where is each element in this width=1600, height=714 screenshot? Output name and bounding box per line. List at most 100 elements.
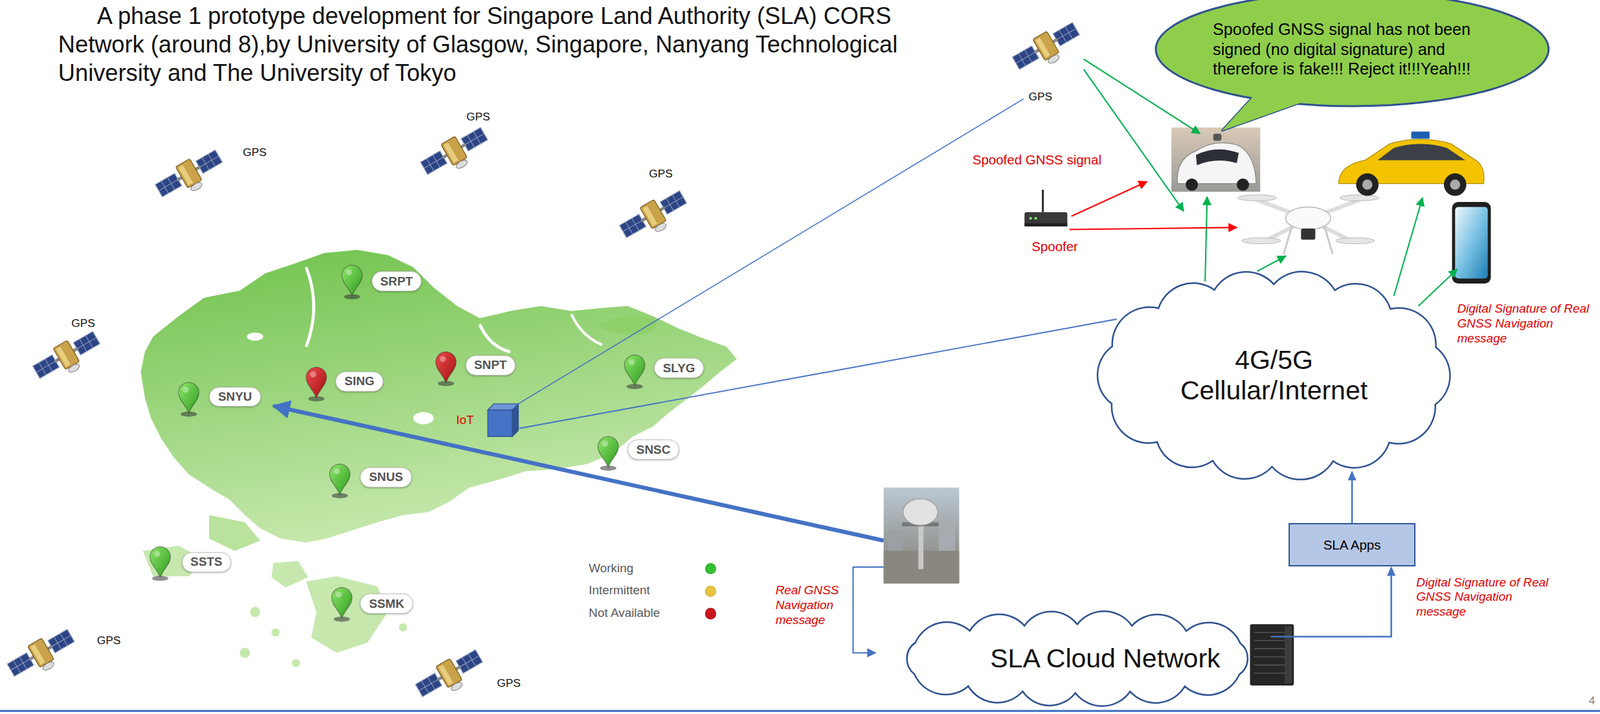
station-pins — [435, 352, 457, 387]
spoof-arrows — [1069, 181, 1237, 230]
taxi-picture — [1449, 179, 1461, 190]
annotation-label-holder: GPS — [1028, 90, 1053, 104]
gps-satellites — [30, 326, 106, 389]
station-label: SING — [335, 371, 383, 392]
network-cloud: 4G/5G Cellular/Internet — [1086, 267, 1461, 484]
iot-cube — [487, 409, 513, 437]
node-text: SSMK — [369, 597, 405, 612]
annotation-label: GPS — [496, 676, 521, 691]
spoofer-device — [1024, 223, 1068, 227]
drone-picture — [1300, 228, 1316, 240]
signal-arrows — [1394, 198, 1423, 296]
annotation-label-holder: GPS — [466, 110, 491, 124]
annotation-label-holder: GPS — [496, 676, 521, 691]
gps-satellites — [4, 624, 80, 687]
legend-text-holder: Not Available — [588, 606, 660, 621]
smartphone-picture — [1451, 202, 1491, 284]
iot-device: IoT — [453, 402, 520, 440]
station-label: SSTS — [181, 552, 232, 573]
islet — [239, 648, 250, 659]
connector-line — [1351, 478, 1354, 524]
station-pins — [331, 587, 353, 623]
process-box: SLA Apps — [1288, 523, 1415, 566]
signal-arrows — [1257, 256, 1286, 272]
node-text: SLA Apps — [1323, 537, 1382, 553]
station-label: SSMK — [360, 593, 414, 614]
signal-arrows — [1083, 69, 1184, 212]
station-pins — [150, 547, 171, 582]
annotation-label: Spoofed GNSS signal — [972, 152, 1102, 169]
spoofer-device — [1029, 216, 1033, 220]
annotation-label: Real GNSS Navigation message — [775, 583, 847, 628]
gps-satellites — [4, 18, 1086, 708]
annotation-label: GPS — [97, 633, 122, 648]
cors-antenna-photo — [938, 522, 956, 553]
cors-antenna-photo — [887, 530, 902, 553]
annotation-label: Digital Signature of Real GNSS Navigatio… — [1456, 301, 1596, 346]
spoof-arrows — [1069, 227, 1237, 230]
drone-picture — [1335, 237, 1375, 244]
cors-antenna-photo — [883, 487, 960, 584]
annotation-label-holder: GPS — [648, 167, 673, 181]
annotation-label-holder: Digital Signature of Real GNSS Navigatio… — [1456, 301, 1596, 346]
spoofer-device — [1024, 189, 1068, 227]
edge-label-holder: Digital Signature of Real GNSS Navigatio… — [1416, 575, 1555, 620]
connector — [1271, 566, 1397, 638]
station-pins — [306, 367, 327, 402]
node-text: SNUS — [369, 470, 404, 485]
legend-text-holder: Intermittent — [588, 583, 651, 599]
connector — [519, 319, 1117, 429]
annotation-label-holder: Spoofer — [1031, 238, 1079, 256]
node-text: SRPT — [380, 274, 413, 290]
leader-lines — [273, 58, 1457, 653]
self-driving-car-photo — [1213, 133, 1222, 141]
annotation-label-holder: GPS — [97, 633, 122, 648]
station-label: SNYU — [209, 387, 261, 408]
connector-line — [519, 319, 1117, 429]
speech-bubble: Spoofed GNSS signal has not been signed … — [1154, 0, 1551, 108]
iot-to-satellite-line — [516, 99, 1024, 406]
smartphone-picture — [1454, 207, 1488, 279]
annotation-label: GPS — [242, 145, 267, 160]
title-text-holder: A phase 1 prototype development for Sing… — [58, 1, 977, 88]
islet — [271, 628, 280, 638]
self-driving-car-photo — [1236, 178, 1250, 192]
taxi-picture — [1355, 173, 1379, 197]
cloud-outline-path — [1097, 271, 1450, 480]
station-link-arrow — [273, 405, 884, 541]
smartphone-picture — [1451, 202, 1491, 284]
self-driving-car-photo — [1185, 178, 1198, 192]
legend-text: Intermittent — [588, 583, 651, 599]
islet — [292, 659, 301, 668]
river — [571, 314, 603, 345]
drone-picture — [1339, 194, 1379, 201]
legend-swatch — [705, 563, 717, 575]
spoof-arrows — [1071, 181, 1148, 217]
station-pins — [329, 464, 351, 499]
station-pins — [597, 436, 619, 471]
server-picture — [1249, 624, 1294, 686]
node-text: SNYU — [218, 389, 253, 405]
spoofer-device — [1041, 189, 1044, 213]
taxi-picture — [1362, 179, 1373, 190]
annotation-label-holder: GPS — [71, 316, 96, 331]
navigation-message-arrow — [852, 567, 884, 653]
taxi-picture — [1339, 131, 1485, 196]
node-text: SSTS — [190, 554, 223, 570]
reservoir — [413, 412, 434, 425]
connector — [1348, 470, 1357, 524]
self-driving-car-photo — [1177, 143, 1257, 184]
station-label: SRPT — [371, 271, 423, 292]
legend-swatch — [705, 608, 717, 620]
server-picture — [1254, 632, 1290, 674]
self-driving-car-photo — [1195, 149, 1239, 166]
annotation-label-holder: Spoofed GNSS signal — [972, 152, 1102, 169]
speech-bubble-tail — [1221, 86, 1325, 131]
annotation-label: GPS — [648, 167, 673, 181]
taxi-picture — [1410, 131, 1430, 139]
legend-swatch — [705, 585, 717, 598]
node-text: SLA Cloud Network — [990, 643, 1220, 675]
server-picture — [1284, 626, 1292, 684]
station-label: SLYG — [653, 358, 704, 379]
footer-rule — [0, 710, 1600, 713]
